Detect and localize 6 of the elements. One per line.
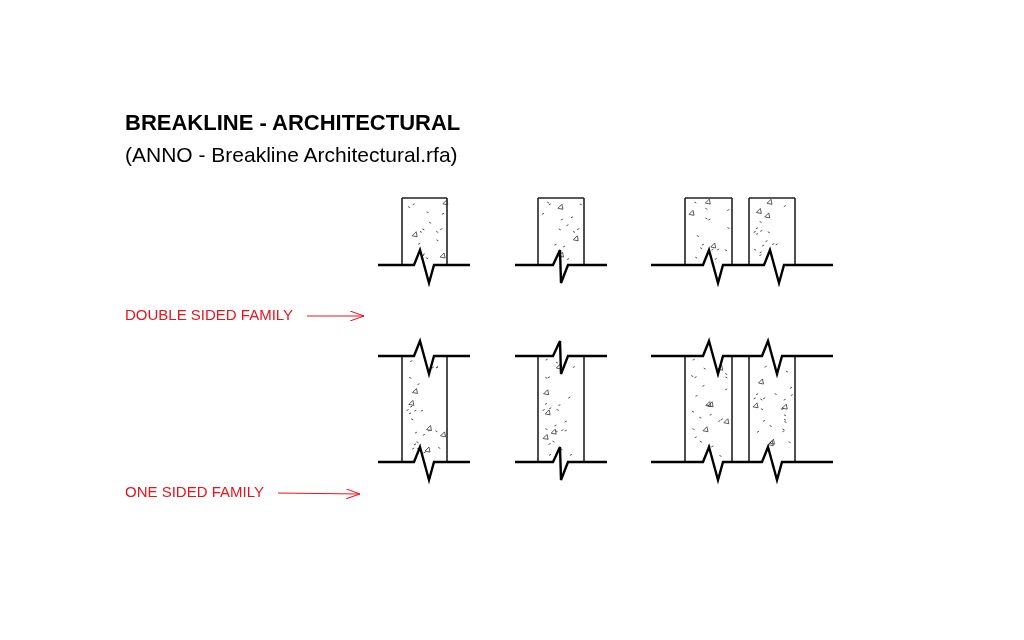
annotation-label: ONE SIDED FAMILY [125, 483, 264, 501]
arrow [277, 488, 361, 500]
arrow [306, 310, 365, 322]
diagram-title: BREAKLINE - ARCHITECTURAL [125, 110, 461, 136]
file-name-subtitle: (ANNO - Breakline Architectural.rfa) [125, 143, 458, 167]
annotation-label: DOUBLE SIDED FAMILY [125, 306, 294, 324]
